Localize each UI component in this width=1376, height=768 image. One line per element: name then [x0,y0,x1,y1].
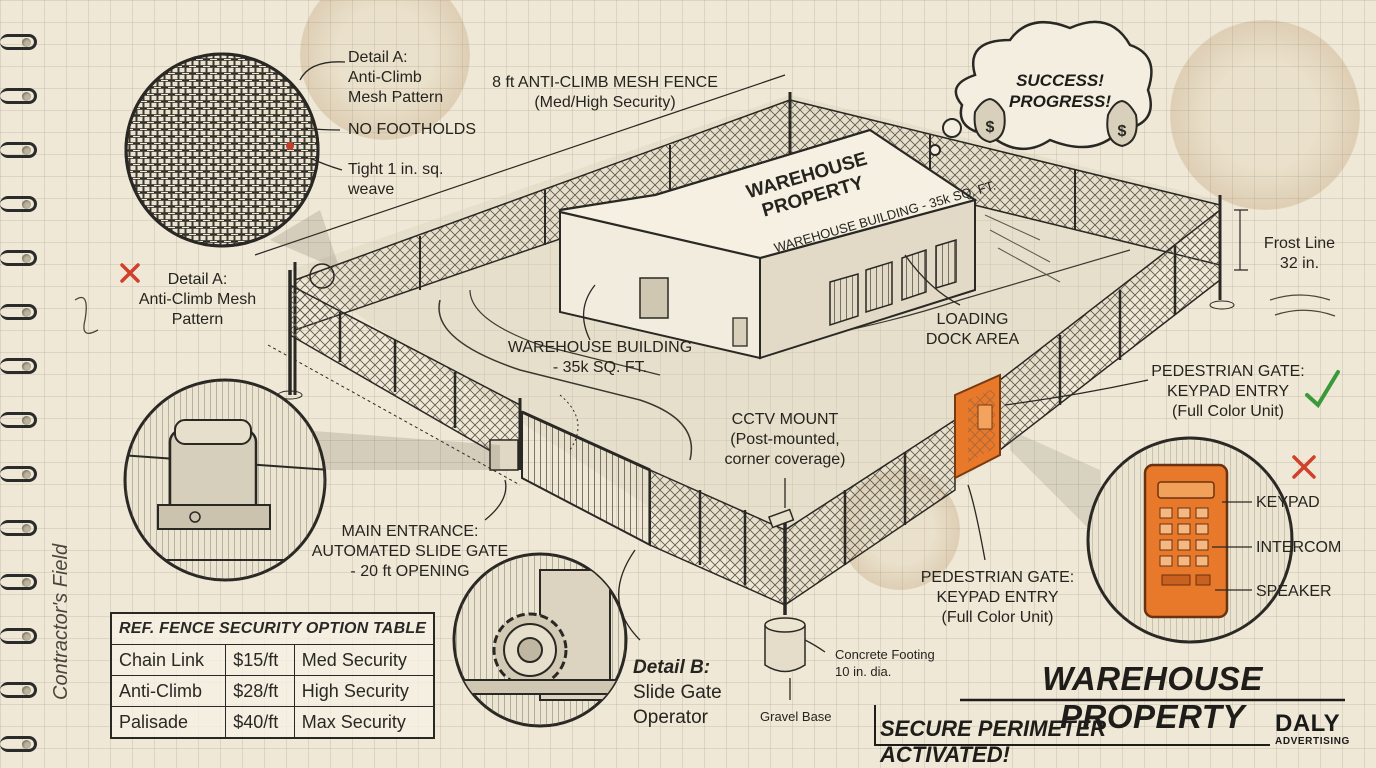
concrete-footing [764,617,806,673]
cross-icon [120,263,140,283]
svg-text:$: $ [986,119,995,136]
ped-gate-bottom-label: PEDESTRIAN GATE: KEYPAD ENTRY (Full Colo… [920,569,1075,626]
money-bag-icon: $ [973,97,1006,144]
detail-a-rejected-label: Detail A: Anti-Climb Mesh Pattern [138,271,257,328]
table-row: Chain Link $15/ft Med Security [110,644,435,676]
speaker-label: SPEAKER [1256,583,1332,600]
no-footholds-label: NO FOOTHOLDS [348,121,477,138]
contractor-note: Contractor's Field [50,543,72,700]
slide-gate [489,410,651,547]
cctv-label: CCTV MOUNT (Post-mounted, corner coverag… [724,411,846,468]
company-logo: DALY ADVERTISING [1275,710,1350,748]
keypad-label: KEYPAD [1256,494,1320,511]
building-label: WAREHOUSE BUILDING - 35k SQ. FT. [507,339,693,376]
detail-gear-circle [452,552,628,728]
brand-title: WAREHOUSE PROPERTY [1042,660,1263,735]
detail-a-title: Detail A: Anti-Climb Mesh Pattern [348,49,444,106]
gravel-label: Gravel Base [760,709,832,724]
detail-a-mesh-circle [124,52,320,248]
detail-b-label: Detail B: Slide Gate Operator [633,657,722,728]
pedestrian-gate [954,373,1001,480]
table-row: Palisade $40/ft Max Security [110,706,435,739]
fence-front-left [288,270,522,470]
loading-dock-label: LOADING DOCK AREA [925,311,1020,348]
svg-text:$: $ [1118,123,1127,140]
fence-spec-label: 8 ft ANTI-CLIMB MESH FENCE (Med/High Sec… [492,74,718,111]
brand-subtitle: SECURE PERIMETER ACTIVATED! [880,716,1107,767]
coffee-stain [300,0,470,140]
weave-label: Tight 1 in. sq. weave [348,161,444,198]
frost-line-label: Frost Line 32 in. [1263,235,1336,272]
check-icon [1305,370,1340,409]
thought-bubble-text: SUCCESS! PROGRESS! [1008,71,1112,111]
intercom-label: INTERCOM [1256,539,1342,556]
warehouse-building [558,128,1061,360]
ped-gate-right-label: PEDESTRIAN GATE: KEYPAD ENTRY (Full Colo… [1151,363,1305,420]
footing-label: Concrete Footing 10 in. dia. [835,647,935,679]
coffee-stain [1170,20,1360,210]
option-table: REF. FENCE SECURITY OPTION TABLE Chain L… [110,612,436,739]
detail-motor-circle [123,378,500,582]
detail-keypad-circle [1010,430,1294,644]
table-title: REF. FENCE SECURITY OPTION TABLE [110,612,435,645]
main-entrance-label: MAIN ENTRANCE: AUTOMATED SLIDE GATE - 20… [311,523,509,580]
money-bag-icon: $ [1106,99,1138,148]
table-row: Anti-Climb $28/ft High Security [110,675,435,707]
cross-icon [1292,455,1316,479]
